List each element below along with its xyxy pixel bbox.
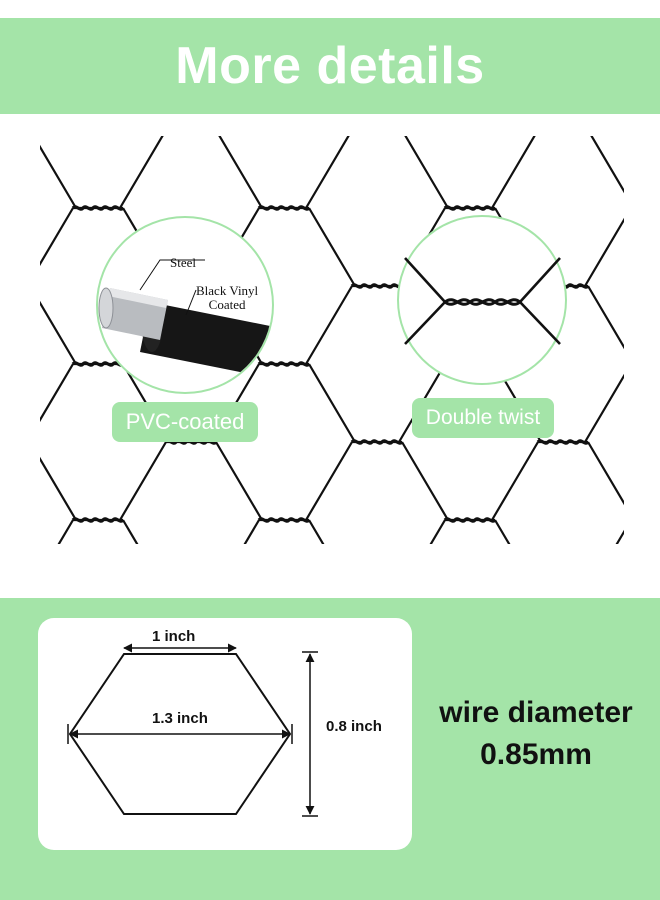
vinyl-label-line1: Black Vinyl	[196, 283, 259, 298]
height-label: 0.8 inch	[326, 718, 382, 735]
dimension-section: 1 inch 1.3 inch 0.8 inch wire diameter 0…	[0, 598, 660, 900]
double-twist-zoom-circle	[397, 215, 567, 385]
pvc-coated-tag: PVC-coated	[112, 402, 258, 442]
vinyl-label-line2: Coated	[208, 297, 246, 312]
full-width-label: 1.3 inch	[152, 710, 208, 727]
wire-diameter-label: wire diameter	[439, 696, 633, 729]
page-title: More details	[175, 37, 485, 95]
steel-label: Steel	[170, 255, 196, 270]
mesh-svg	[40, 136, 624, 544]
dimension-card: 1 inch 1.3 inch 0.8 inch	[38, 618, 412, 850]
vinyl-label: Black Vinyl Coated	[196, 284, 258, 312]
header-band: More details	[0, 18, 660, 114]
hexagonal-mesh-illustration: Steel Black Vinyl Coated PVC-coated Doub…	[0, 130, 660, 550]
wire-diameter-value: 0.85mm	[480, 738, 592, 771]
top-width-label: 1 inch	[152, 628, 196, 645]
hexagon-dimension-diagram	[67, 643, 318, 817]
mesh-lines	[40, 136, 624, 544]
pvc-zoom-circle	[96, 216, 274, 394]
double-twist-tag: Double twist	[412, 398, 554, 438]
